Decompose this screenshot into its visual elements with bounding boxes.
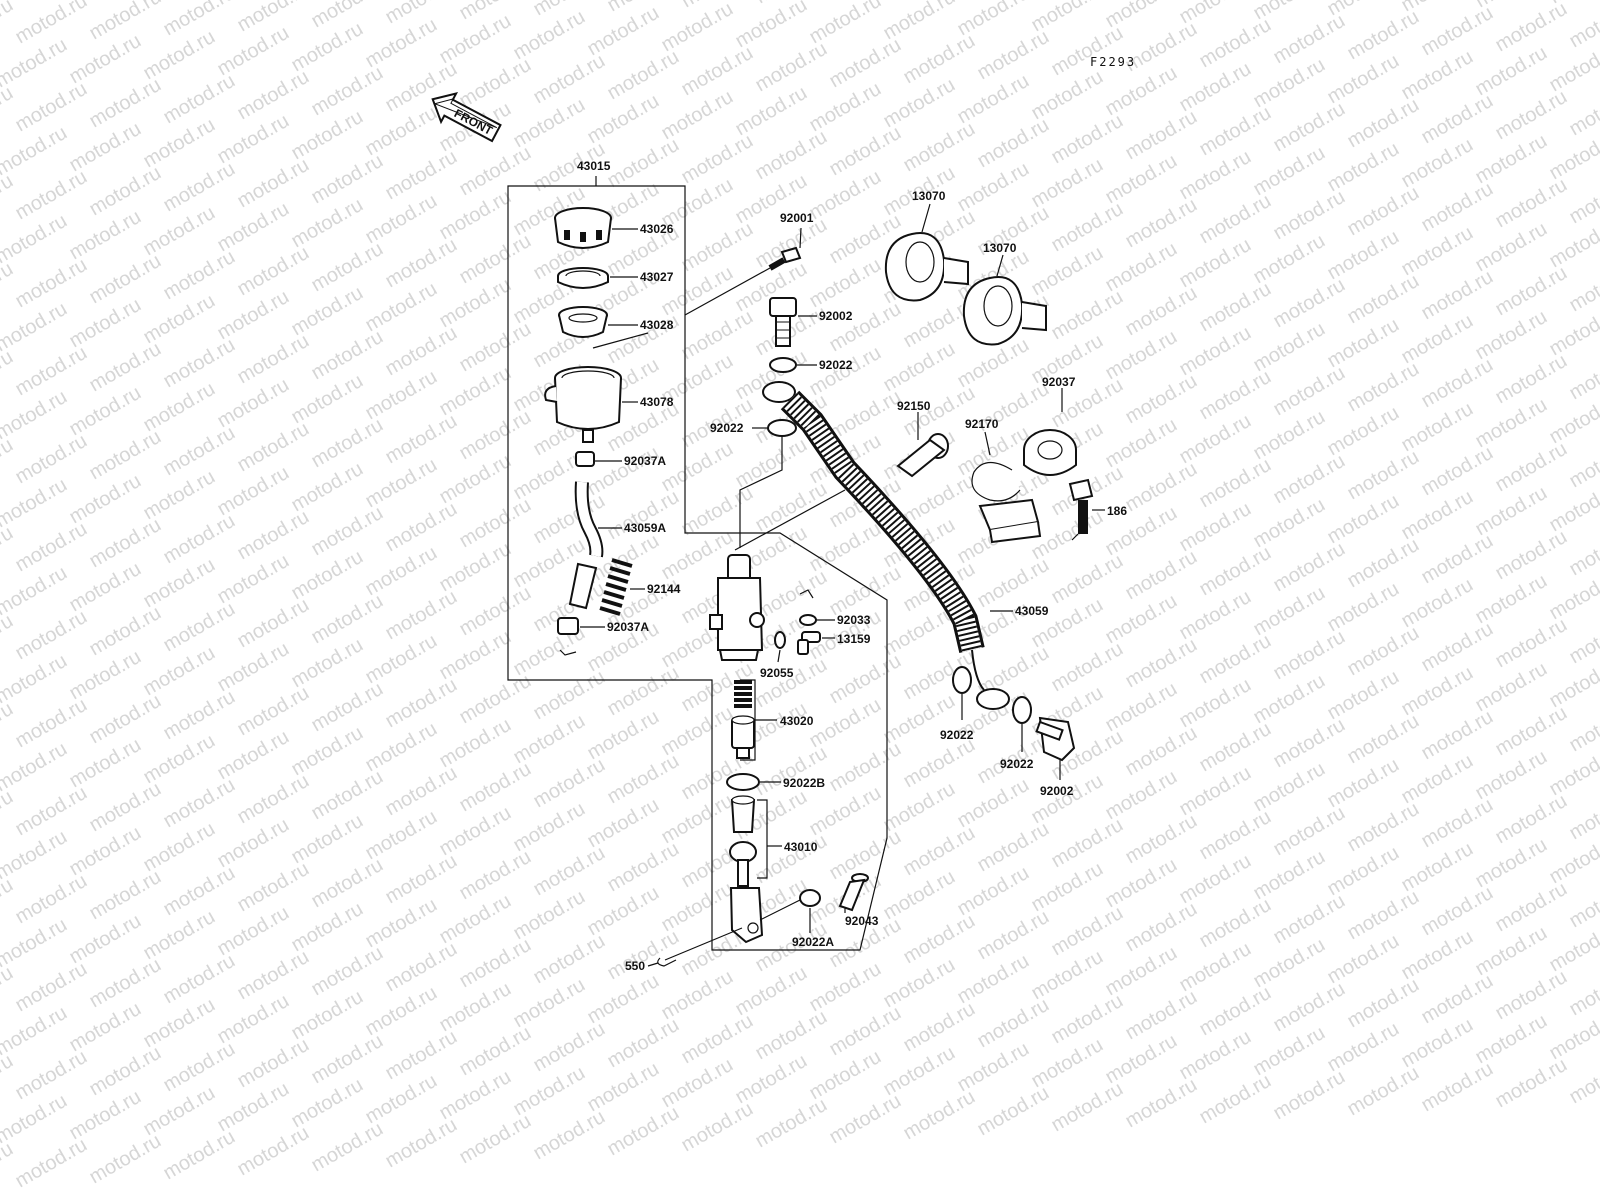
- bolt-92150: [896, 433, 949, 478]
- label-43010: 43010: [784, 840, 818, 854]
- fitting-13159: [797, 631, 821, 655]
- label-43059A: 43059A: [624, 521, 666, 535]
- reservoir-cap-43026: [554, 207, 612, 249]
- label-13070-b: 13070: [983, 241, 1017, 255]
- label-92022-top: 92022: [819, 358, 853, 372]
- label-92022B: 92022B: [783, 776, 825, 790]
- bolt-92001: [768, 246, 802, 271]
- hose-clamp-92037A-top: [575, 451, 595, 467]
- label-92055: 92055: [760, 666, 794, 680]
- washer-92022-top: [769, 357, 797, 373]
- label-92037A-top: 92037A: [624, 454, 666, 468]
- push-rod-43010: [729, 795, 764, 944]
- label-186: 186: [1107, 504, 1127, 518]
- label-13159: 13159: [837, 632, 871, 646]
- label-92002-bottom: 92002: [1040, 784, 1074, 798]
- label-92022-left: 92022: [710, 421, 744, 435]
- label-550: 550: [625, 959, 645, 973]
- label-92043: 92043: [845, 914, 879, 928]
- cotter-pin-550: [657, 957, 677, 967]
- label-13070-a: 13070: [912, 189, 946, 203]
- label-43020: 43020: [780, 714, 814, 728]
- label-92022A: 92022A: [792, 935, 834, 949]
- diaphragm-plate-43027: [557, 267, 609, 289]
- banjo-bolt-92002-top: [769, 297, 797, 347]
- label-43059: 43059: [1015, 604, 1049, 618]
- label-92037: 92037: [1042, 375, 1076, 389]
- master-cylinder-body: [709, 554, 765, 661]
- label-92150: 92150: [897, 399, 931, 413]
- piston-43020: [731, 680, 755, 759]
- label-92144: 92144: [647, 582, 681, 596]
- front-arrow-icon: FRONT: [431, 92, 502, 143]
- o-ring-92055: [774, 631, 786, 649]
- washer-92022-bottom-left: [952, 666, 972, 694]
- label-92037A-bottom: 92037A: [607, 620, 649, 634]
- label-92022-bottom-right: 92022: [1000, 757, 1034, 771]
- label-43078: 43078: [640, 395, 674, 409]
- hose-clamp-13070-b: [962, 276, 1047, 346]
- pin-92043: [838, 873, 869, 912]
- bolt-186: [1068, 478, 1094, 534]
- label-92002-top: 92002: [819, 309, 853, 323]
- washer-92022-left: [767, 419, 797, 437]
- o-ring-92033: [799, 614, 817, 626]
- label-92022-bottom-left: 92022: [940, 728, 974, 742]
- label-92001: 92001: [780, 211, 814, 225]
- label-43028: 43028: [640, 318, 674, 332]
- reservoir-assembly-bracket: [507, 185, 888, 951]
- label-43026: 43026: [640, 222, 674, 236]
- brake-hose-43059: [762, 381, 1010, 710]
- washer-92022A: [799, 889, 821, 907]
- clamp-92170: [971, 461, 1042, 544]
- reservoir-43078: [544, 366, 622, 443]
- label-92170: 92170: [965, 417, 999, 431]
- diaphragm-43028: [558, 306, 608, 338]
- label-43015: 43015: [577, 159, 611, 173]
- hose-clamp-13070-a: [884, 232, 969, 302]
- banjo-bolt-92002-bottom: [1035, 716, 1076, 762]
- label-43027: 43027: [640, 270, 674, 284]
- hose-sleeve-92144: [568, 558, 633, 616]
- circlip-92022B: [726, 773, 760, 791]
- label-92033: 92033: [837, 613, 871, 627]
- hose-clamp-92037A-bottom: [557, 617, 579, 635]
- washer-92022-bottom-right: [1012, 696, 1032, 724]
- grommet-92037: [1023, 429, 1077, 476]
- diagram-reference: F2293: [1090, 55, 1136, 69]
